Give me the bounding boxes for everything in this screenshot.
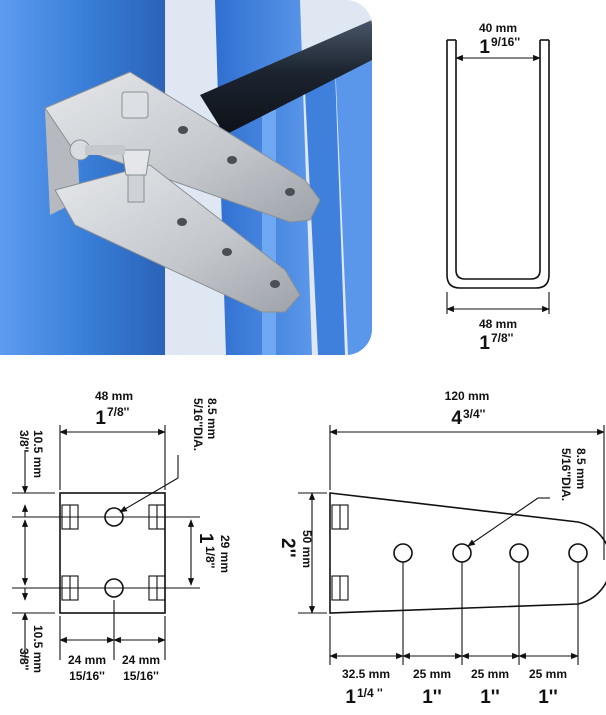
- side-length-in-whole: 4: [451, 408, 462, 429]
- u-profile-drawing: 40 mm 1 9/16'' 48 mm 1 7/8'': [446, 21, 550, 354]
- u-bot-in-frac: 7/8'': [491, 331, 514, 345]
- side-height-in: 2'': [277, 538, 298, 558]
- front-hole-in: 5/16''DIA.: [191, 398, 205, 451]
- bracket-render: [0, 0, 372, 355]
- side-hole-in: 5/16''DIA.: [559, 448, 573, 501]
- side-d1-in-whole: 1: [345, 687, 356, 708]
- side-d1-mm: 32.5 mm: [342, 667, 390, 681]
- side-d2-mm: 25 mm: [413, 667, 451, 681]
- side-view-drawing: 120 mm 4 3/4'' 8.5 mm 5/16''DIA. 50 mm 2…: [277, 389, 606, 708]
- side-hole-3: [509, 543, 529, 563]
- bracket-upper-arm: [44, 71, 321, 223]
- front-bottom-margin-mm: 10.5 mm: [31, 625, 45, 673]
- side-d2-in: 1'': [422, 687, 442, 708]
- front-spacing-in-whole: 1: [195, 533, 216, 544]
- u-bot-in-whole: 1: [479, 333, 490, 354]
- front-left-in: 15/16'': [69, 669, 105, 683]
- side-d4-mm: 25 mm: [529, 667, 567, 681]
- u-top-in-whole: 1: [479, 37, 490, 58]
- front-width-in-whole: 1: [95, 408, 106, 429]
- front-view-drawing: 48 mm 1 7/8'' 8.5 mm 5/16''DIA. 10.5 mm …: [12, 389, 232, 683]
- front-right-mm: 24 mm: [122, 653, 160, 667]
- front-width-in-frac: 7/8'': [107, 405, 130, 419]
- front-hole-bottom: [104, 578, 124, 598]
- side-d3-in: 1'': [480, 687, 500, 708]
- front-hole-top: [104, 507, 124, 527]
- pipe: [200, 20, 372, 135]
- bolt: [121, 91, 149, 119]
- side-hole-1: [393, 543, 413, 563]
- front-width-mm: 48 mm: [95, 389, 133, 403]
- front-right-in: 15/16'': [123, 669, 159, 683]
- u-top-mm: 40 mm: [479, 21, 517, 35]
- side-hole-mm: 8.5 mm: [574, 448, 588, 489]
- front-hole-mm: 8.5 mm: [205, 398, 219, 439]
- front-top-margin-in: 3/8'': [17, 430, 31, 453]
- front-top-margin-mm: 10.5 mm: [31, 430, 45, 478]
- side-d4-in: 1'': [538, 687, 558, 708]
- u-top-in-frac: 9/16'': [491, 35, 520, 49]
- front-spacing-mm: 29 mm: [218, 535, 232, 573]
- side-height-mm: 50 mm: [300, 530, 314, 568]
- side-length-mm: 120 mm: [445, 389, 490, 403]
- u-bot-mm: 48 mm: [479, 317, 517, 331]
- side-length-in-frac: 3/4'': [463, 407, 486, 421]
- side-d1-in-frac: 1/4 '': [357, 686, 383, 700]
- front-bottom-margin-in: 3/8'': [17, 648, 31, 671]
- side-hole-2: [452, 543, 472, 563]
- bracket-lower-arm: [54, 164, 301, 313]
- side-d3-mm: 25 mm: [471, 667, 509, 681]
- front-left-mm: 24 mm: [68, 653, 106, 667]
- side-hole-4: [568, 543, 588, 563]
- product-photo: [0, 0, 372, 355]
- front-spacing-in-frac: 1/8'': [203, 546, 217, 569]
